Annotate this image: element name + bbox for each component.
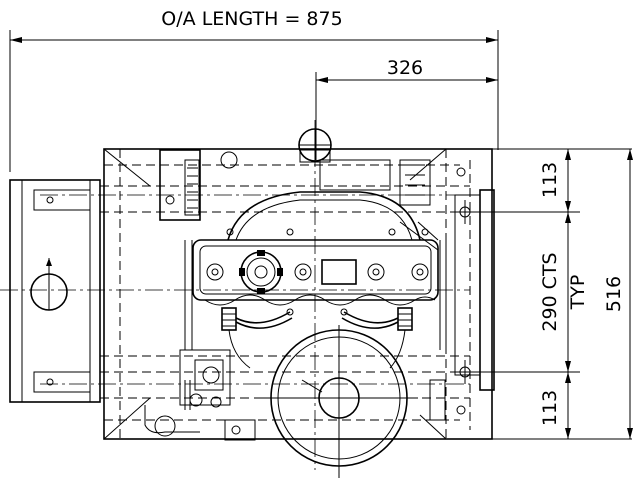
- overall-length-dimension: O/A LENGTH = 875: [9, 8, 499, 172]
- air-filter: [298, 128, 332, 163]
- offset-dimension: 326: [315, 57, 498, 160]
- side-brackets: [184, 221, 447, 421]
- overall-length-label: O/A LENGTH = 875: [161, 8, 342, 30]
- offset-label: 326: [387, 57, 423, 79]
- starter-assembly: [144, 349, 256, 441]
- alternator: [159, 149, 238, 221]
- flywheel-housing: [227, 159, 431, 241]
- injectors: [221, 307, 413, 369]
- centers-label: 290 CTS: [539, 252, 561, 331]
- rocker-cover: [192, 239, 439, 306]
- top-gap-label: 113: [539, 162, 561, 198]
- centers-note: TYP: [567, 275, 589, 311]
- crankshaft-pulley: [260, 325, 418, 478]
- overall-height-label: 516: [603, 276, 625, 312]
- right-mount-rail: [453, 167, 495, 415]
- left-mount-block: [9, 179, 101, 403]
- right-dimensions: 113 290 CTS TYP 113 516: [470, 148, 633, 440]
- bottom-gap-label: 113: [539, 390, 561, 426]
